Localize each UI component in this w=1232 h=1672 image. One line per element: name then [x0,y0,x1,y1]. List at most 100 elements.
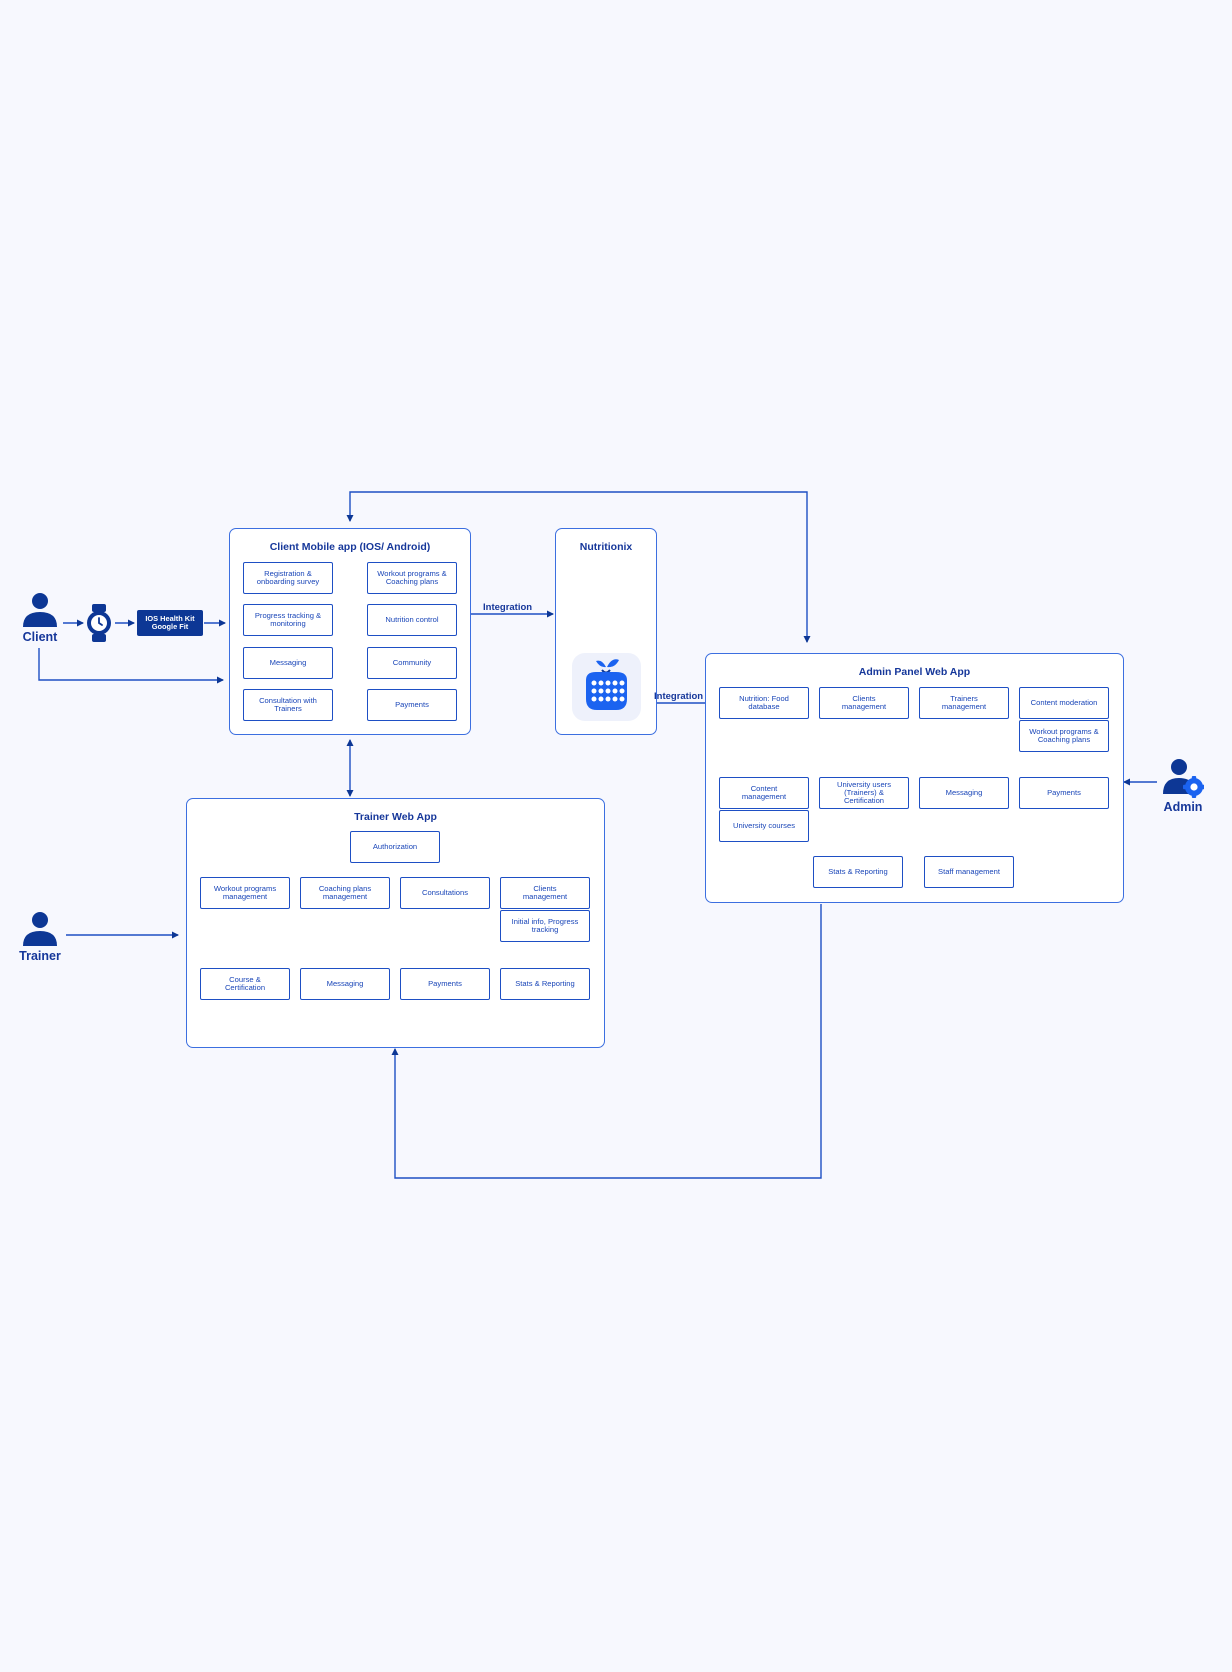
client-module-6[interactable]: Community [367,647,457,679]
health-kit-badge: IOS Health Kit Google Fit [137,610,203,636]
module-label-line: Certification [843,796,885,805]
nutritionix-app-icon [572,653,641,721]
smartwatch-icon [87,604,111,642]
connector-admin-trainer-loop [391,904,822,1179]
module-label-line: onboarding survey [256,577,320,586]
module-label-line: Consultations [421,888,468,897]
trainer-module-9[interactable]: Payments [400,968,490,1000]
module-label-line: University courses [732,821,796,830]
client-module-3[interactable]: Progress tracking &monitoring [243,604,333,636]
module-label-line: database [748,702,780,711]
module-label-line: Workout programs & [377,569,447,578]
trainer-module-10[interactable]: Stats & Reporting [500,968,590,1000]
module-label-line: Clients [533,884,557,893]
module-label-line: Stats & Reporting [828,867,888,876]
nutritionix-panel: Nutritionix [555,528,657,735]
module-label-line: Trainers [274,704,302,713]
trainer-module-7[interactable]: Course &Certification [200,968,290,1000]
module-label-line: University users [836,780,891,789]
module-label-line: monitoring [270,619,306,628]
admin-module-5[interactable]: Workout programs &Coaching plans [1019,720,1109,752]
module-label-line: management [741,792,787,801]
module-label-line: management [941,702,987,711]
module-label-line: Nutrition control [385,615,439,624]
integration-label-client: Integration [483,602,533,613]
module-label-line: Stats & Reporting [515,979,575,988]
module-label-line: Initial info, Progress [511,917,579,926]
module-label-line: Coaching plans [1037,735,1091,744]
module-label-line: Course & [229,975,261,984]
module-label-line: Coaching plans [385,577,439,586]
module-label-line: Clients [852,694,876,703]
client-module-5[interactable]: Messaging [243,647,333,679]
admin-label: Admin [1163,800,1203,814]
module-label-line: Workout programs [213,884,277,893]
trainer-module-8[interactable]: Messaging [300,968,390,1000]
client-module-4[interactable]: Nutrition control [367,604,457,636]
calculator-apple-icon [586,659,627,710]
module-label-line: Nutrition: Food [739,694,789,703]
panel-title: Admin Panel Web App [858,666,971,678]
module-label-line: management [322,892,368,901]
module-label-line: Trainers [950,694,978,703]
module-label-line: Registration & [264,569,312,578]
client-label: Client [22,630,58,644]
panel-title: Client Mobile app (IOS/ Android) [269,541,431,553]
panel-title: Nutritionix [579,541,633,553]
module-label-line: Community [392,658,432,667]
module-label-line: management [841,702,887,711]
module-label-line: Messaging [326,979,364,988]
admin-module-9[interactable]: Payments [1019,777,1109,809]
module-label-line: Workout programs & [1029,727,1099,736]
person-icon [23,912,57,946]
admin-actor: Admin [1151,758,1215,814]
trainer-module-1[interactable]: Authorization [350,831,440,863]
client-module-2[interactable]: Workout programs &Coaching plans [367,562,457,594]
admin-person-gear-icon [1163,759,1204,798]
module-label-line: management [522,892,568,901]
trainer-label: Trainer [19,949,61,963]
admin-module-10[interactable]: University courses [719,810,809,842]
module-label-line: tracking [531,925,559,934]
integration-label-admin: Integration [654,691,704,702]
person-icon [23,593,57,627]
module-label-line: Progress tracking & [254,611,322,620]
module-label-line: Payments [1047,788,1081,797]
trainer-actor: Trainer [8,911,72,963]
module-label-line: Messaging [269,658,307,667]
module-label-line: Payments [395,700,429,709]
module-label-line: Messaging [945,788,983,797]
client-module-1[interactable]: Registration &onboarding survey [243,562,333,594]
module-label-line: Authorization [372,842,418,851]
admin-module-12[interactable]: Staff management [924,856,1014,888]
admin-module-4[interactable]: Content moderation [1019,687,1109,719]
admin-module-7[interactable]: University users(Trainers) &Certificatio… [819,777,909,809]
module-label-line: Payments [428,979,462,988]
admin-module-11[interactable]: Stats & Reporting [813,856,903,888]
module-label-line: Content [750,784,778,793]
module-label-line: management [222,892,268,901]
module-label-line: Staff management [938,867,1000,876]
connector-top-loop [346,491,811,643]
trainer-module-4[interactable]: Consultations [400,877,490,909]
module-label-line: (Trainers) & [844,788,884,797]
panel-title: Trainer Web App [354,811,437,823]
module-label-line: Certification [224,983,266,992]
client-module-8[interactable]: Payments [367,689,457,721]
module-label-line: Consultation with [259,696,317,705]
module-label-line: Coaching plans [318,884,372,893]
google-fit-label: Google Fit [151,622,189,631]
admin-module-8[interactable]: Messaging [919,777,1009,809]
connector-client-app [38,648,224,684]
health-kit-label: IOS Health Kit [145,613,195,623]
